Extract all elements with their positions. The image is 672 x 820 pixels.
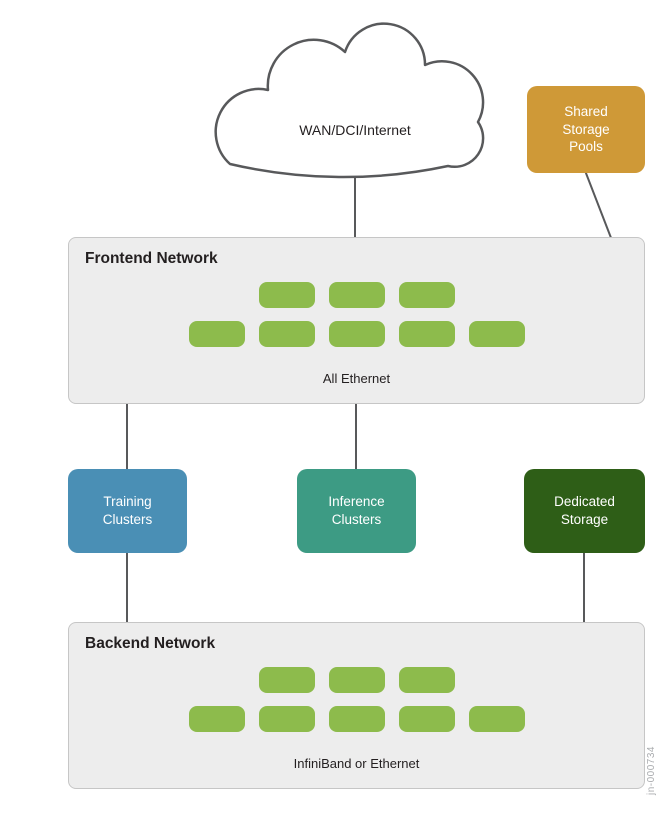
backend-network-sublabel: InfiniBand or Ethernet xyxy=(293,756,420,771)
cloud-shape xyxy=(214,22,485,179)
figure-id-watermark: jn-000734 xyxy=(646,746,657,795)
backend-network-title: Backend Network xyxy=(85,635,216,652)
shared-storage-pools-label: Shared Storage Pools xyxy=(562,103,610,155)
frontend-network-panel: Frontend Network All Ethernet xyxy=(68,237,645,404)
switch-row xyxy=(188,706,525,732)
connector-lines xyxy=(126,150,614,626)
backend-network-panel: Backend Network InfiniBand or Ethernet xyxy=(68,622,645,789)
frontend-switch-grid xyxy=(69,282,644,347)
shared-storage-pools-box: Shared Storage Pools xyxy=(527,86,645,173)
cloud-label: WAN/DCI/Internet xyxy=(299,122,411,138)
network-node xyxy=(258,282,315,308)
network-node xyxy=(188,321,245,347)
switch-row xyxy=(258,282,455,308)
inference-clusters-box: Inference Clusters xyxy=(297,469,416,553)
network-node xyxy=(258,667,315,693)
network-node xyxy=(398,667,455,693)
dedicated-storage-box: Dedicated Storage xyxy=(524,469,645,553)
training-clusters-box: Training Clusters xyxy=(68,469,187,553)
inference-clusters-label: Inference Clusters xyxy=(328,494,385,527)
network-node xyxy=(328,321,385,347)
network-node xyxy=(398,282,455,308)
network-node xyxy=(188,706,245,732)
network-node xyxy=(398,706,455,732)
network-node xyxy=(328,706,385,732)
network-node xyxy=(328,667,385,693)
frontend-network-title: Frontend Network xyxy=(85,250,218,267)
network-node xyxy=(258,321,315,347)
training-clusters-label: Training Clusters xyxy=(102,494,153,527)
network-node xyxy=(328,282,385,308)
dedicated-storage-label: Dedicated Storage xyxy=(554,494,615,527)
connector-sharedstorage-frontend xyxy=(583,167,614,244)
frontend-network-sublabel: All Ethernet xyxy=(322,371,391,386)
backend-switch-grid xyxy=(69,667,644,732)
network-node xyxy=(258,706,315,732)
switch-row xyxy=(258,667,455,693)
network-node xyxy=(468,706,525,732)
switch-row xyxy=(188,321,525,347)
network-node xyxy=(468,321,525,347)
network-node xyxy=(398,321,455,347)
